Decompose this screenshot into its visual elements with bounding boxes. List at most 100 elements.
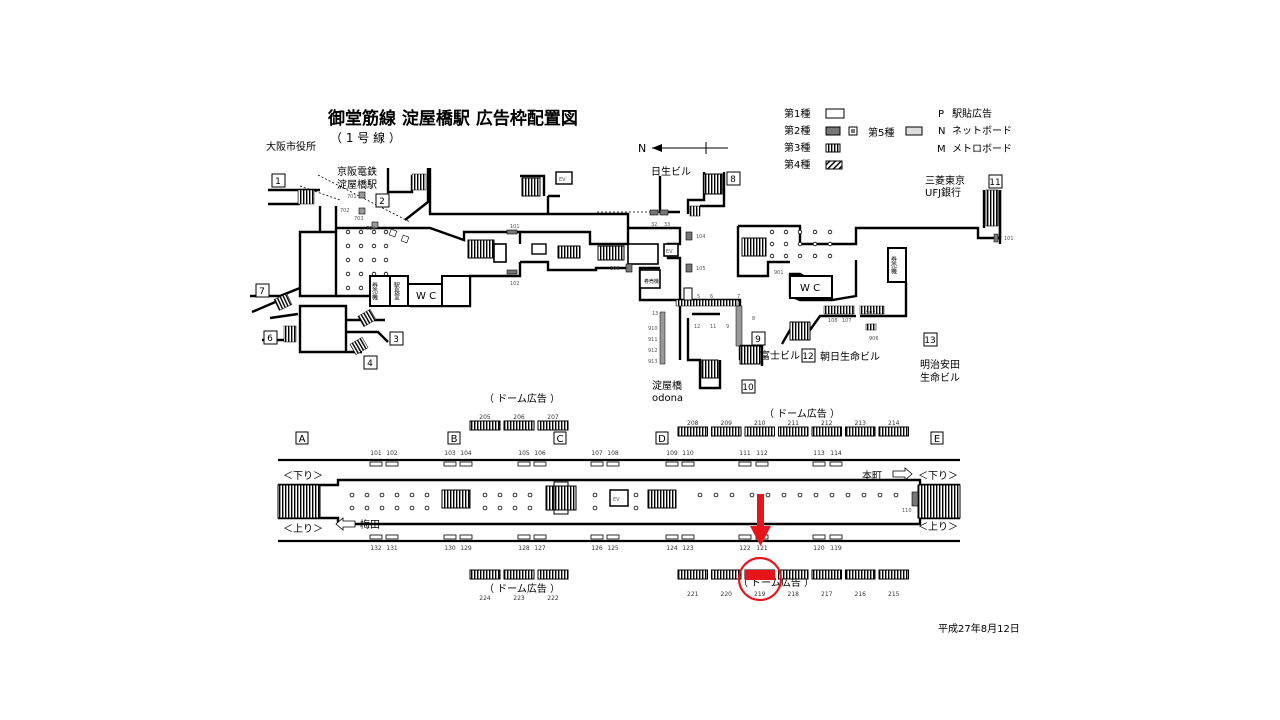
- column-dot: [371, 243, 377, 249]
- platform-ad-frame-128: [517, 534, 531, 540]
- column-dot: [827, 229, 833, 235]
- column-dot: [345, 285, 351, 291]
- platform-ad-code-111: 111: [739, 450, 751, 457]
- exit-box: [255, 283, 270, 298]
- column-dot: [783, 229, 789, 235]
- platform-ad-code-109: 109: [666, 450, 678, 457]
- platform-diagram: （ ドーム広告 ） （ ドーム広告 ） （ ドーム広告 ） （ ドーム広告 ） …: [277, 392, 961, 602]
- platform-ad-frame-110: [681, 461, 695, 467]
- column-dot: [482, 505, 488, 511]
- exit-box: [389, 331, 404, 346]
- target-highlight: [737, 494, 783, 602]
- column-dot: [345, 243, 351, 249]
- code-102: 102: [510, 281, 520, 287]
- exit-number-7: 7: [259, 287, 265, 297]
- place-odona-2: odona: [652, 393, 683, 404]
- platform-ad-code-130: 130: [444, 545, 456, 552]
- platform-ad-code-112: 112: [756, 450, 768, 457]
- platform-ad-code-124: 124: [666, 545, 678, 552]
- platform-ad-frame-107: [590, 461, 604, 467]
- dome-ad-panel-223: [503, 569, 535, 580]
- exit-number-10: 10: [742, 383, 754, 393]
- column-dot: [497, 492, 503, 498]
- platform-ad-frame-114: [829, 461, 843, 467]
- code-105: 105: [696, 266, 706, 272]
- dome-ad-panel-205: [469, 420, 501, 431]
- column-dot: [729, 492, 735, 498]
- exit-number-1: 1: [275, 177, 281, 187]
- platform-ad-code-120: 120: [813, 545, 825, 552]
- column-dot: [829, 492, 835, 498]
- code-703: 703: [354, 216, 364, 222]
- column-dot: [633, 492, 639, 498]
- dome-ad-panel-215: [878, 569, 909, 580]
- column-grid-west: [345, 229, 389, 291]
- direction-up-right: ＜上り＞: [918, 521, 958, 533]
- platform-ad-frame-101: [369, 461, 383, 467]
- platform-ad-code-107: 107: [591, 450, 603, 457]
- north-arrow: N: [638, 142, 728, 155]
- exit-box: [363, 355, 378, 370]
- code-101: 101: [510, 224, 520, 230]
- code-902: 902: [866, 310, 876, 316]
- platform-ad-code-101: 101: [370, 450, 382, 457]
- north-label: N: [638, 142, 646, 155]
- platform-ad-frame-126: [590, 534, 604, 540]
- dome-ad-panel-213: [845, 426, 876, 437]
- dome-ad-code-206: 206: [513, 414, 525, 421]
- column-dot: [769, 253, 775, 259]
- column-dot: [349, 492, 355, 498]
- column-dot: [383, 243, 389, 249]
- platform-ad-frame-125: [606, 534, 620, 540]
- code-913: 913: [648, 359, 658, 365]
- dome-ad-panel-222: [537, 569, 569, 580]
- column-dot: [345, 229, 351, 235]
- column-dot: [749, 492, 755, 498]
- wc-east: W C: [800, 283, 820, 294]
- dome-ad-panel-214: [878, 426, 909, 437]
- column-dot: [827, 241, 833, 247]
- column-dot: [394, 492, 400, 498]
- platform-ad-code-110: 110: [682, 450, 694, 457]
- section-B: B: [451, 434, 458, 445]
- dome-ad-code-221: 221: [687, 591, 699, 598]
- platform-ad-frame-102: [385, 461, 399, 467]
- ticket-machine-west: 券売機: [371, 281, 378, 301]
- place-mufg-1: 三菱東京: [925, 174, 965, 187]
- dome-ad-code-208: 208: [687, 420, 699, 427]
- platform-ad-frame-119: [829, 534, 843, 540]
- column-dot: [409, 492, 415, 498]
- dome-ad-code-207: 207: [547, 414, 559, 421]
- column-dot: [527, 492, 533, 498]
- code-910: 910: [648, 326, 658, 332]
- dome-ad-code-223: 223: [513, 595, 525, 602]
- code-911: 911: [648, 337, 658, 343]
- column-dot: [497, 505, 503, 511]
- column-dot: [713, 492, 719, 498]
- exit-number-6: 6: [267, 334, 273, 344]
- arrow-head: [750, 526, 771, 546]
- exit-box: [271, 173, 286, 188]
- column-dot: [783, 241, 789, 247]
- platform-ad-frame-122: [738, 534, 752, 540]
- platform-ad-code-119: 119: [830, 545, 842, 552]
- column-dot: [424, 505, 430, 511]
- platform-ad-code-121: 121: [756, 545, 768, 552]
- platform-ad-code-108: 108: [607, 450, 619, 457]
- column-dot: [371, 229, 377, 235]
- platform-ad-code-132: 132: [370, 545, 382, 552]
- dome-ad-panel-211: [778, 426, 809, 437]
- column-dot: [697, 492, 703, 498]
- ticket-machine-east: 券売機: [890, 255, 897, 275]
- section-A: A: [299, 434, 306, 445]
- platform-ad-code-102: 102: [386, 450, 398, 457]
- dome-ad-code-213: 213: [855, 420, 867, 427]
- platform-ad-frame-124: [665, 534, 679, 540]
- column-dot: [861, 492, 867, 498]
- legend-type2: 第2種: [784, 124, 810, 137]
- section-box: [295, 431, 309, 445]
- direction-up-left: ＜上り＞: [283, 523, 323, 535]
- platform-ev: EV: [613, 497, 620, 503]
- column-dot: [797, 229, 803, 235]
